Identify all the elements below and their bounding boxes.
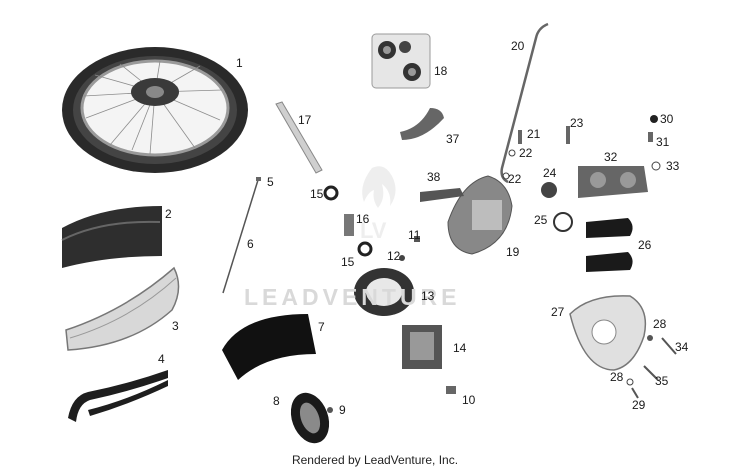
bolt-23 xyxy=(566,126,570,144)
caliper-bracket-27 xyxy=(569,295,647,371)
callout-27: 27 xyxy=(551,305,565,319)
callout-35: 35 xyxy=(655,374,669,388)
bracket-38 xyxy=(420,188,464,202)
callout-26: 26 xyxy=(638,238,652,252)
callout-4: 4 xyxy=(158,352,165,366)
callout-15-upper: 15 xyxy=(310,187,324,201)
callout-14: 14 xyxy=(453,341,467,355)
callout-17: 17 xyxy=(298,113,312,127)
spacer-parts xyxy=(323,185,373,257)
callout-21: 21 xyxy=(527,127,541,141)
brake-pads-26 xyxy=(586,218,633,272)
wheel-assembly xyxy=(62,47,248,173)
callout-31: 31 xyxy=(656,135,670,149)
callout-9: 9 xyxy=(339,403,346,417)
callout-19: 19 xyxy=(506,245,520,259)
brake-rod-20 xyxy=(500,22,549,184)
callout-20: 20 xyxy=(511,39,525,53)
master-cylinder-14 xyxy=(402,325,442,369)
brake-caliper-19 xyxy=(447,175,513,255)
callout-5: 5 xyxy=(267,175,274,189)
piston-seal xyxy=(541,182,573,232)
callout-2: 2 xyxy=(165,207,172,221)
small-part-10 xyxy=(446,386,456,394)
callout-38: 38 xyxy=(427,170,441,184)
tire-section xyxy=(61,206,162,268)
pin-21-22 xyxy=(502,130,522,180)
callout-6: 6 xyxy=(247,237,254,251)
caliper-body-32 xyxy=(578,166,648,198)
callout-12: 12 xyxy=(387,249,401,263)
callout-23: 23 xyxy=(570,116,584,130)
callout-34: 34 xyxy=(675,340,689,354)
callout-7: 7 xyxy=(318,320,325,334)
brake-rotor xyxy=(354,268,414,316)
rim xyxy=(65,266,180,351)
svg-text:LV: LV xyxy=(360,218,387,243)
watermark-text: LEADVENTURE xyxy=(244,284,461,310)
callout-28-upper: 28 xyxy=(653,317,667,331)
axle xyxy=(275,101,323,174)
bracket-37 xyxy=(400,108,444,140)
small-part-30-31-33 xyxy=(648,115,661,171)
callout-13: 13 xyxy=(421,289,435,303)
callout-33: 33 xyxy=(666,159,680,173)
small-part-11-12 xyxy=(399,236,420,261)
callout-16: 16 xyxy=(356,212,370,226)
callout-11: 11 xyxy=(408,228,421,242)
bolt-16 xyxy=(344,214,354,236)
callout-22-lower: 22 xyxy=(508,172,522,186)
callout-24: 24 xyxy=(543,166,557,180)
footer-credit: Rendered by LeadVenture, Inc. xyxy=(291,453,459,467)
bolts-28-35 xyxy=(626,335,677,399)
callout-8: 8 xyxy=(273,394,280,408)
callout-28-lower: 28 xyxy=(610,370,624,384)
callout-25: 25 xyxy=(534,213,548,227)
callout-1: 1 xyxy=(236,56,243,70)
callout-30: 30 xyxy=(660,112,674,126)
callout-15-lower: 15 xyxy=(341,255,355,269)
rim-band xyxy=(68,370,168,422)
callout-18: 18 xyxy=(434,64,448,78)
callout-10: 10 xyxy=(462,393,476,407)
inner-tube xyxy=(222,314,316,380)
spoke xyxy=(222,177,261,294)
callout-3: 3 xyxy=(172,319,179,333)
callout-22-upper: 22 xyxy=(519,146,533,160)
watermark-logo: LV xyxy=(360,166,396,243)
bearing-kit xyxy=(371,33,431,89)
callout-37: 37 xyxy=(446,132,460,146)
rim-lock xyxy=(290,392,333,444)
callout-29: 29 xyxy=(632,398,646,412)
callout-32: 32 xyxy=(604,150,618,164)
